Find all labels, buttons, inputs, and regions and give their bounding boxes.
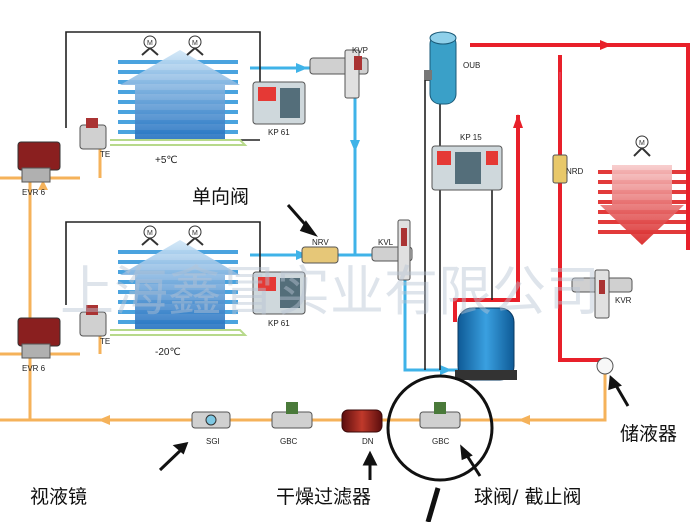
ball-valve-gbc-right: GBC xyxy=(419,402,461,446)
evr6-top-label: EVR 6 xyxy=(22,188,46,197)
kvl-valve: KVL xyxy=(371,219,413,281)
fan-motor-label: M xyxy=(192,40,198,47)
fan-motor-label: M xyxy=(147,40,153,47)
fan-motor-label: M xyxy=(192,230,198,237)
expansion-valve-te-top: TE xyxy=(79,118,110,159)
evaporator-bottom xyxy=(110,240,248,336)
te-bottom-label: TE xyxy=(100,337,110,346)
check-valve-annotation: 单向阀 xyxy=(192,186,249,208)
kvl-label: KVL xyxy=(378,238,394,247)
liquid-receiver xyxy=(596,357,614,375)
air-flow-arrow-top xyxy=(120,50,240,140)
liquid-flow-arrows xyxy=(38,180,530,425)
kvr-label: KVR xyxy=(615,296,632,305)
filter-drier-dn: DN xyxy=(341,409,383,446)
oil-separator-oub: OUB xyxy=(424,31,480,105)
oub-label: OUB xyxy=(463,61,480,70)
kvp-label: KVP xyxy=(352,46,368,55)
nrd-label: NRD xyxy=(566,167,584,176)
evr6-bottom-label: EVR 6 xyxy=(22,364,46,373)
air-flow-arrow-bottom xyxy=(120,240,240,330)
sight-glass-annotation: 视液镜 xyxy=(30,486,87,508)
solenoid-valve-evr6-bottom: EVR 6 xyxy=(17,317,61,373)
compressor xyxy=(455,307,517,381)
fan-bottom-left: M xyxy=(141,225,159,246)
annotation-arrows xyxy=(158,204,630,480)
kvr-valve: KVR xyxy=(571,269,633,319)
fan-bottom-right: M xyxy=(186,225,204,246)
pressure-switch-kp15: KP 15 xyxy=(431,133,503,191)
kp15-label: KP 15 xyxy=(460,133,482,142)
dn-label: DN xyxy=(362,437,374,446)
temperature-top: +5℃ xyxy=(155,155,178,166)
solenoid-valve-evr6-top: EVR 6 xyxy=(17,141,61,197)
fan-motor-label: M xyxy=(639,140,645,147)
gbc-right-label: GBC xyxy=(432,437,450,446)
temperature-bottom: -20℃ xyxy=(155,347,181,358)
kp61-bottom-label: KP 61 xyxy=(268,319,290,328)
sight-glass-sgi: SGI xyxy=(191,411,231,446)
ball-valve-gbc-left: GBC xyxy=(271,402,313,446)
receiver-annotation: 储液器 xyxy=(620,423,677,445)
highlight-pointer xyxy=(425,487,441,522)
evaporator-top xyxy=(110,50,248,146)
nrd-valve: NRD xyxy=(552,154,584,184)
highlight-circle xyxy=(386,374,494,482)
filter-drier-annotation: 干燥过滤器 xyxy=(276,486,371,508)
te-top-label: TE xyxy=(100,150,110,159)
suction-flow-arrows xyxy=(296,63,452,375)
discharge-flow-arrows xyxy=(513,40,612,128)
kp61-top-label: KP 61 xyxy=(268,128,290,137)
fan-top-right: M xyxy=(186,35,204,56)
sgi-label: SGI xyxy=(206,437,220,446)
kvp-valve: KVP xyxy=(309,46,369,99)
fan-condenser: M xyxy=(633,135,651,157)
fan-top-left: M xyxy=(141,35,159,56)
expansion-valve-te-bottom: TE xyxy=(79,305,110,346)
nrv-valve: NRV xyxy=(301,238,339,264)
pressure-switch-kp61-bottom: KP 61 xyxy=(252,271,306,328)
watermark: 上海鑫冒实业有限公司 xyxy=(60,260,600,323)
nrv-label: NRV xyxy=(312,238,329,247)
air-flow-arrow-condenser xyxy=(600,165,684,245)
gbc-left-label: GBC xyxy=(280,437,298,446)
fan-motor-label: M xyxy=(147,230,153,237)
ball-valve-annotation: 球阀/ 截止阀 xyxy=(474,486,581,508)
pressure-switch-kp61-top: KP 61 xyxy=(252,81,306,137)
condenser xyxy=(598,165,686,245)
